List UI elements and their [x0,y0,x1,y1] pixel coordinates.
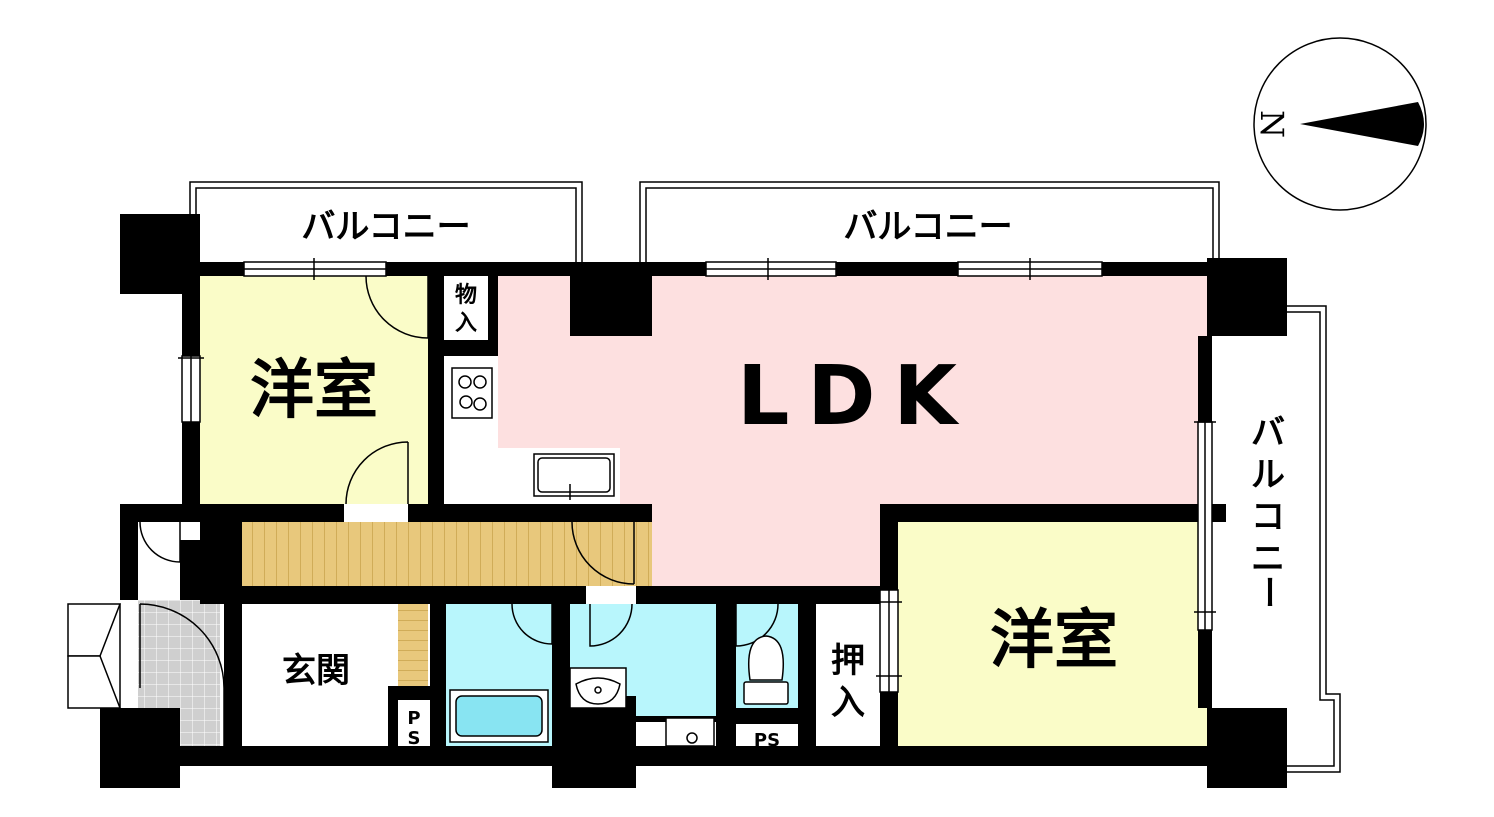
hallway-floor [242,522,652,586]
western-room-2-label: 洋室 [990,604,1118,678]
compass-needle-icon [1300,102,1424,146]
svg-text:物: 物 [455,282,477,308]
svg-text:P: P [407,708,420,729]
western-room-1-floor [200,276,428,504]
svg-text:ニ: ニ [1251,539,1285,579]
ldk-floor [498,276,1207,586]
walls [100,214,1287,788]
entrance-floor [242,604,388,746]
balcony-top-right-label: バルコニー [843,207,1012,247]
entrance-door [67,603,122,709]
svg-text:入: 入 [831,683,865,723]
balcony-top-right [639,181,1220,262]
balcony-right-label: バ ル コ ニ ー [1248,413,1288,609]
svg-text:コ: コ [1251,497,1285,537]
porch-tile-cover [138,540,182,600]
svg-text:ー: ー [1248,575,1288,609]
entrance-step [398,604,428,686]
western-room-2-floor [898,522,1207,746]
svg-text:入: 入 [455,311,477,336]
svg-text:押: 押 [831,641,865,681]
bathtub [449,689,549,743]
ps-entrance-label: P S [407,708,420,749]
kitchen-sink [533,453,615,500]
compass: N [1253,37,1427,211]
closet-label: 押 入 [831,641,865,723]
kitchen-stove [451,367,493,419]
svg-text:S: S [408,728,421,749]
toilet [743,635,789,705]
entrance-label: 玄関 [282,651,350,691]
wash-basin [569,667,627,709]
doors [139,275,779,689]
north-label: N [1253,110,1291,138]
balcony-right [1282,305,1341,773]
windows [178,258,1216,693]
ps-toilet-label: PS [754,730,780,751]
ldk-label: LDK [737,349,975,444]
svg-text:バ: バ [1251,413,1285,453]
svg-text:ル: ル [1251,455,1285,495]
balcony-top-left-label: バルコニー [301,207,470,247]
washing-machine-space [665,717,715,747]
storage-label: 物 入 [455,282,477,336]
western-room-1-label: 洋室 [250,354,378,428]
